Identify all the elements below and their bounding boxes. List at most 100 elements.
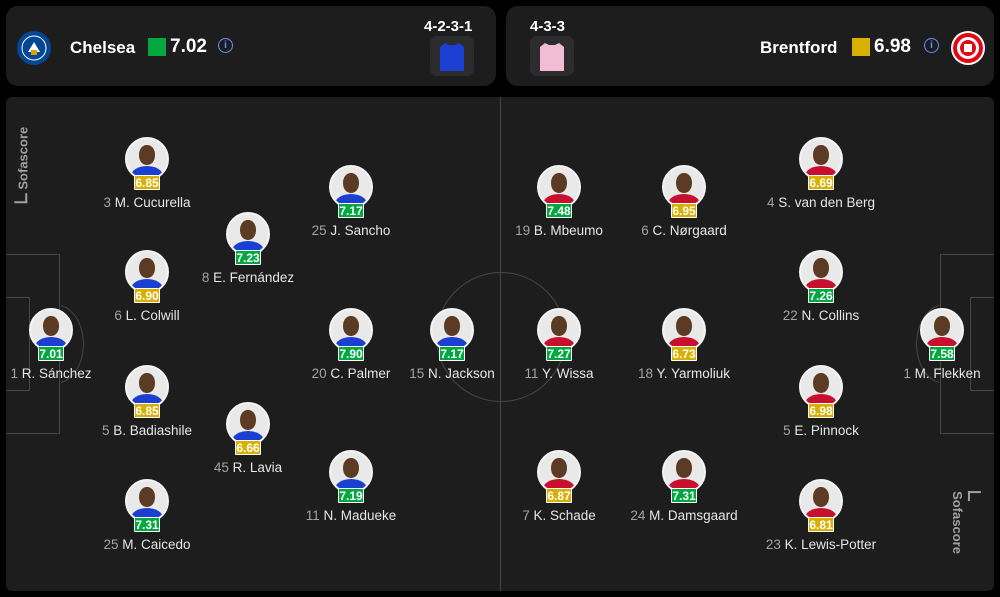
player-rating-badge: 6.87	[546, 488, 572, 503]
player-avatar[interactable]	[329, 165, 373, 209]
player-card[interactable]: 6.85 3 M. Cucurella	[47, 137, 247, 222]
player-card[interactable]: 7.31 25 M. Caicedo	[47, 479, 247, 564]
player-number: 45	[213, 460, 229, 475]
sofascore-logo-icon	[14, 193, 28, 204]
watermark-text: Sofascore	[949, 491, 965, 554]
player-name: B. Mbeumo	[533, 223, 603, 238]
player-avatar[interactable]	[662, 450, 706, 494]
player-label[interactable]: 11 Y. Wissa	[459, 366, 659, 381]
player-label[interactable]: 15 N. Jackson	[352, 366, 552, 381]
player-rating-badge: 7.31	[671, 488, 697, 503]
watermark-right: Sofascore	[950, 491, 981, 554]
player-label[interactable]: 6 L. Colwill	[47, 308, 247, 323]
player-label[interactable]: 18 Y. Yarmoliuk	[584, 366, 784, 381]
player-label[interactable]: 22 N. Collins	[721, 308, 921, 323]
player-card[interactable]: 7.26 22 N. Collins	[721, 250, 921, 335]
player-avatar[interactable]	[920, 308, 964, 352]
player-number: 6	[114, 308, 122, 323]
player-avatar[interactable]	[226, 402, 270, 446]
player-label[interactable]: 11 N. Madueke	[251, 508, 451, 523]
player-avatar[interactable]	[430, 308, 474, 352]
player-rating-badge: 7.27	[546, 346, 572, 361]
away-team-name[interactable]: Brentford	[760, 38, 838, 57]
player-label[interactable]: 23 K. Lewis-Potter	[721, 537, 921, 552]
player-label[interactable]: 5 B. Badiashile	[47, 423, 247, 438]
player-number: 20	[311, 366, 327, 381]
player-avatar[interactable]	[125, 137, 169, 181]
player-name: C. Nørgaard	[652, 223, 727, 238]
player-card[interactable]: 6.66 45 R. Lavia	[148, 402, 348, 487]
player-card[interactable]: 7.19 11 N. Madueke	[251, 450, 451, 535]
player-rating-badge: 6.69	[808, 175, 834, 190]
player-card[interactable]: 7.27 11 Y. Wissa	[459, 308, 659, 393]
player-label[interactable]: 3 M. Cucurella	[47, 195, 247, 210]
player-label[interactable]: 5 E. Pinnock	[721, 423, 921, 438]
player-rating-badge: 6.66	[235, 440, 261, 455]
player-number: 11	[305, 508, 320, 523]
player-name: B. Badiashile	[113, 423, 193, 438]
player-rating-badge: 7.17	[338, 203, 364, 218]
player-name: E. Pinnock	[794, 423, 859, 438]
player-card[interactable]: 6.81 23 K. Lewis-Potter	[721, 479, 921, 564]
player-label[interactable]: 25 M. Caicedo	[47, 537, 247, 552]
player-rating-badge: 7.19	[338, 488, 364, 503]
player-card[interactable]: 6.85 5 B. Badiashile	[47, 365, 247, 450]
player-rating-badge: 7.31	[134, 517, 160, 532]
player-card[interactable]: 6.98 5 E. Pinnock	[721, 365, 921, 450]
player-rating-badge: 7.01	[38, 346, 64, 361]
player-card[interactable]: 7.01 1 R. Sánchez	[0, 308, 151, 393]
away-goal-box	[970, 297, 994, 391]
brentford-crest-icon[interactable]	[950, 30, 986, 66]
home-team-header: Chelsea 7.02 i 4-2-3-1	[6, 6, 496, 86]
player-label[interactable]: 19 B. Mbeumo	[459, 223, 659, 238]
player-card[interactable]: 6.69 4 S. van den Berg	[721, 137, 921, 222]
player-number: 25	[311, 223, 327, 238]
player-card[interactable]: 7.31 24 M. Damsgaard	[584, 450, 784, 535]
home-team-name[interactable]: Chelsea	[70, 38, 136, 57]
player-number: 1	[903, 366, 911, 381]
player-name: N. Madueke	[323, 508, 397, 523]
chelsea-crest-icon[interactable]	[16, 30, 52, 66]
player-card[interactable]: 6.87 7 K. Schade	[459, 450, 659, 535]
player-label[interactable]: 4 S. van den Berg	[721, 195, 921, 210]
info-icon[interactable]: i	[924, 38, 939, 53]
player-label[interactable]: 6 C. Nørgaard	[584, 223, 784, 238]
player-card[interactable]: 7.17 25 J. Sancho	[251, 165, 451, 250]
player-name: J. Sancho	[330, 223, 391, 238]
player-rating-badge: 6.85	[134, 175, 160, 190]
player-name: M. Cucurella	[114, 195, 191, 210]
player-label[interactable]: 7 K. Schade	[459, 508, 659, 523]
player-number: 15	[409, 366, 425, 381]
player-label[interactable]: 20 C. Palmer	[251, 366, 451, 381]
player-label[interactable]: 45 R. Lavia	[148, 460, 348, 475]
player-name: R. Sánchez	[21, 366, 92, 381]
away-rating-color-box	[852, 38, 870, 56]
player-number: 5	[783, 423, 791, 438]
player-label[interactable]: 24 M. Damsgaard	[584, 508, 784, 523]
player-rating-badge: 7.17	[439, 346, 465, 361]
player-label[interactable]: 1 R. Sánchez	[0, 366, 151, 381]
player-name: M. Damsgaard	[649, 508, 738, 523]
player-number: 6	[641, 223, 649, 238]
away-kit	[530, 36, 574, 76]
player-number: 23	[765, 537, 781, 552]
player-label[interactable]: 1 M. Flekken	[842, 366, 1000, 381]
player-rating-badge: 6.81	[808, 517, 834, 532]
info-icon[interactable]: i	[218, 38, 233, 53]
away-team-rating: 6.98	[874, 36, 911, 57]
player-label[interactable]: 8 E. Fernández	[148, 270, 348, 285]
player-card[interactable]: 7.17 15 N. Jackson	[352, 308, 552, 393]
shirt-icon	[440, 43, 464, 71]
player-rating-badge: 6.98	[808, 403, 834, 418]
player-rating-badge: 6.85	[134, 403, 160, 418]
player-number: 1	[10, 366, 18, 381]
player-rating-badge: 7.26	[808, 288, 834, 303]
player-label[interactable]: 25 J. Sancho	[251, 223, 451, 238]
